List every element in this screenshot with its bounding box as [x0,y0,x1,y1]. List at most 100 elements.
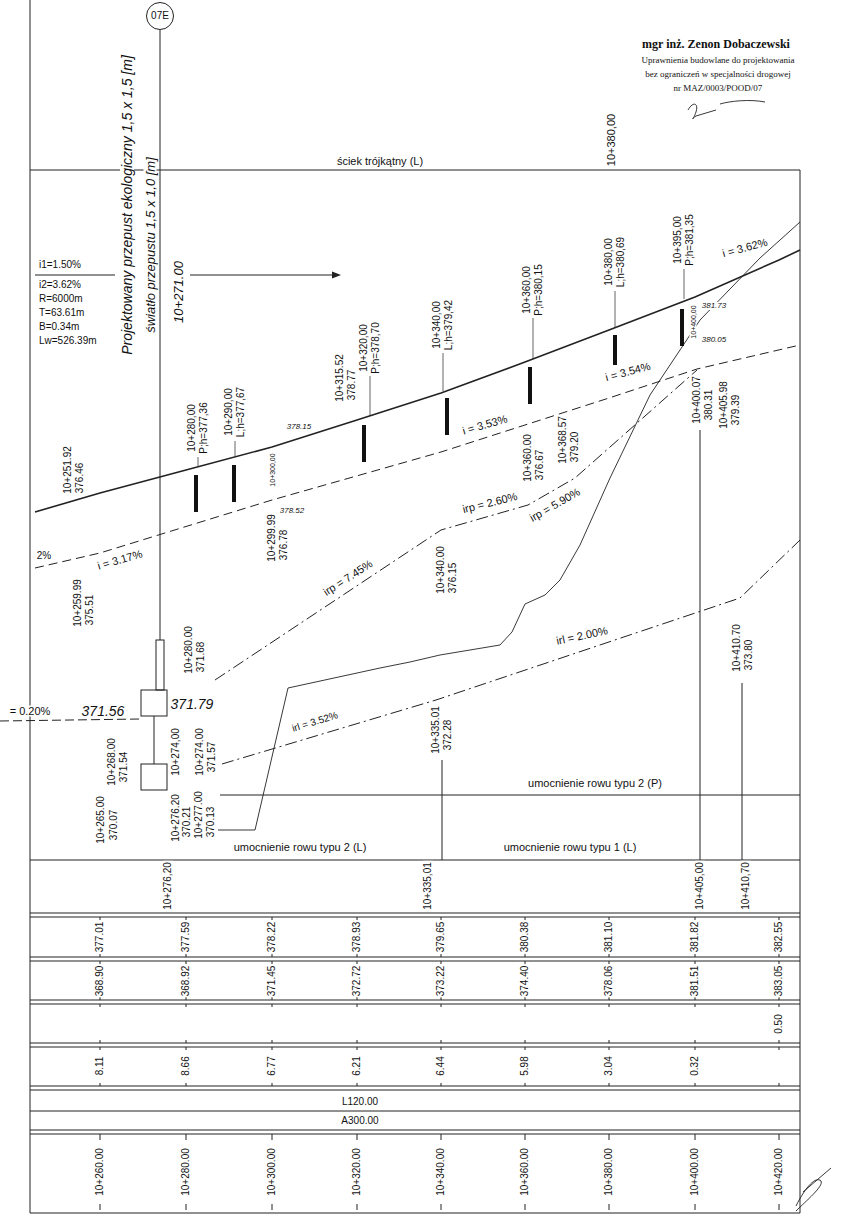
table-tick [609,1083,610,1086]
frame-line [30,1213,800,1214]
signature [688,101,765,119]
station-label: 10+380,00 [604,237,614,287]
station-label: 10+360.00 [523,433,533,483]
table-tick [186,954,187,957]
station-label: 10+340,00 [432,300,442,350]
table-tick [779,1040,780,1043]
elevation-label: 371.68 [196,641,206,674]
table-tick [779,1204,780,1210]
table-line [30,1134,800,1135]
culvert-symbol [156,640,164,690]
table-cell: 374.40 [520,965,530,998]
leader-line [443,353,444,391]
table-cell: A300.00 [340,1116,379,1126]
elevation-label: 376.15 [448,562,458,595]
table-tick [100,1083,101,1086]
table-tick [525,997,526,1000]
curve-parameter: i1=1.50% [38,260,82,270]
station-label: 10+271.00 [172,260,185,324]
table-tick [779,997,780,1000]
table-cell: 6.21 [352,1055,362,1076]
elevation-label: L;h=379,42 [444,299,454,351]
table-tick [357,954,358,957]
section-bar [232,465,236,502]
table-cell: 368.90 [95,965,105,998]
table-tick [609,1047,610,1050]
elevation-label: 371.57 [207,741,217,774]
table-tick [441,954,442,957]
table-tick [695,1083,696,1086]
station-label: 10+259.99 [73,578,83,628]
elevation-label: P;h=377,36 [199,401,209,454]
leader-line [615,291,616,327]
table-tick [186,1047,187,1050]
table-tick [441,1204,442,1210]
culvert-symbol [141,690,167,716]
elevation-label: 371.54 [119,751,129,784]
culvert-note: światło przepustu 1,5 x 1,0 [m] [144,156,157,334]
table-tick [186,1204,187,1210]
table-cell: 381.82 [690,921,700,954]
table-tick [695,917,696,920]
station-label: 10+276,20 [163,861,173,911]
section-bar [445,398,449,435]
table-cell: 10+300.00 [267,1147,277,1197]
table-tick [779,961,780,964]
table-tick [100,1047,101,1050]
table-tick [272,997,273,1000]
stamp-text: bez ograniczeń w specjalności drogowej [644,70,791,79]
table-tick [441,961,442,964]
table-tick [695,961,696,964]
table-cell: 10+340.00 [436,1147,446,1197]
table-cell: 383.05 [774,965,784,998]
slope-label: i = 3.17% [95,548,144,572]
table-line [30,1047,800,1048]
table-cell: 379.65 [436,921,446,954]
table-tick [272,1047,273,1050]
table-tick [441,917,442,920]
ditch-line [215,370,697,680]
slope-label: irl = 2.00% [554,625,609,647]
section-bar [194,475,198,512]
lining-line [742,683,743,860]
table-cell: 10+320.00 [352,1147,362,1197]
table-tick [186,1004,187,1007]
table-tick [779,1047,780,1050]
table-tick [100,1204,101,1210]
table-cell: 371.45 [267,965,277,998]
table-tick [100,1040,101,1043]
table-tick [695,1004,696,1007]
tangent-arrow [190,275,334,276]
table-tick [609,961,610,964]
table-cell: 10+360.00 [520,1147,530,1197]
table-tick [186,961,187,964]
slope-label: = 0.20% [9,706,52,717]
station-label: 10+410,70 [741,861,751,911]
table-tick [441,1047,442,1050]
station-label: 10+299.99 [267,513,277,563]
table-tick [272,1134,273,1140]
table-tick [525,1040,526,1043]
table-tick [609,1134,610,1140]
station-label: 10+395,00 [673,215,683,265]
elevation-label: 370.13 [206,806,216,839]
marker-text: 07E [151,11,169,21]
table-tick [357,917,358,920]
station-label: 10+340.00 [436,545,446,595]
table-tick [525,1134,526,1140]
elevation-label: 379.20 [570,431,580,464]
table-tick [100,961,101,964]
station-label: 10+274,00 [171,727,181,777]
table-tick [100,954,101,957]
elevation-label: 376.78 [279,529,289,562]
station-label: 10+335.01 [431,705,441,755]
curve-parameter: i2=3.62% [38,280,82,290]
leader-line [684,269,685,299]
table-tick [525,1004,526,1007]
ditch-line [222,540,800,764]
table-line [30,961,800,962]
table-tick [695,997,696,1000]
table-line [30,1043,800,1044]
table-cell: 378.06 [604,965,614,998]
drain-note: ściek trójkątny (L) [336,156,424,167]
